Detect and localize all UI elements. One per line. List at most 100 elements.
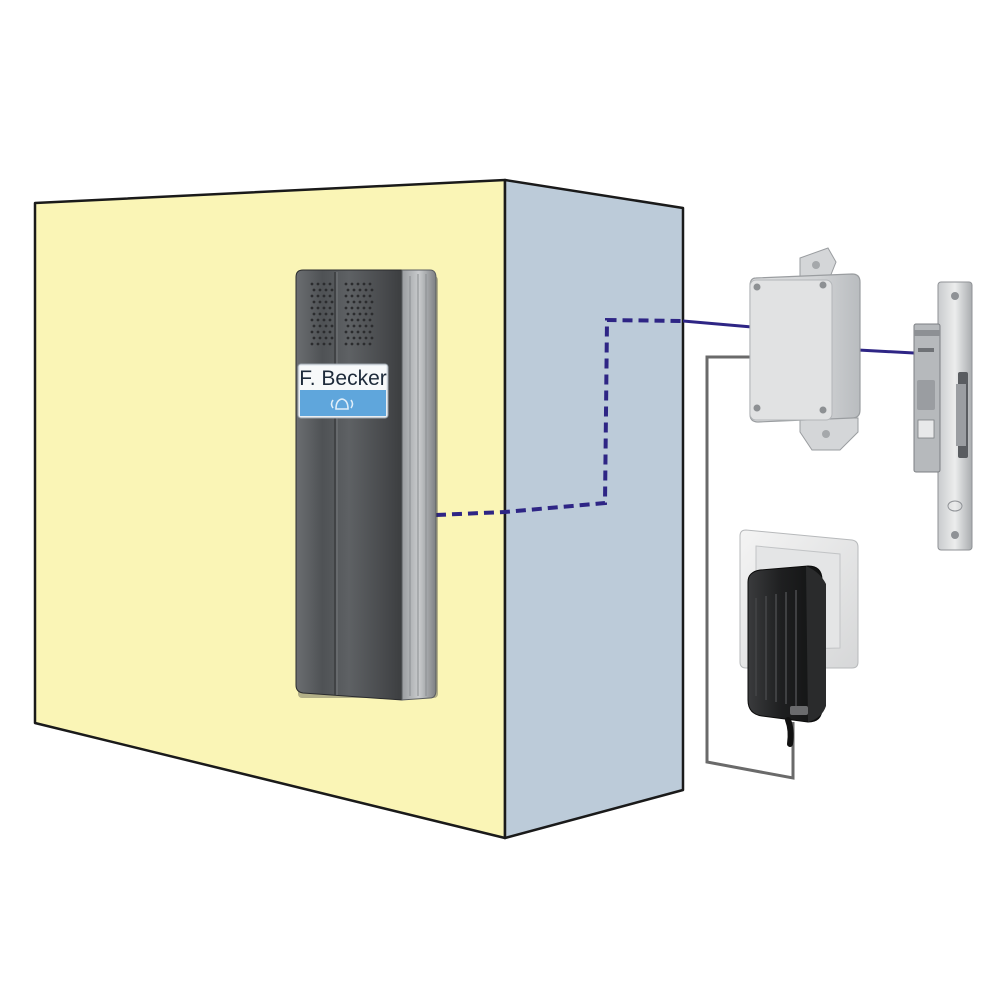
- grille-hole: [344, 330, 348, 334]
- grille-hole: [310, 342, 314, 346]
- grille-hole: [368, 318, 372, 322]
- wire-controller-to-strike: [857, 348, 915, 355]
- grille-hole: [344, 294, 348, 298]
- grille-hole: [356, 282, 360, 286]
- grille-hole: [364, 300, 368, 304]
- grille-hole: [352, 324, 356, 328]
- grille-hole: [322, 294, 326, 298]
- grille-hole: [328, 306, 332, 310]
- grille-hole: [368, 342, 372, 346]
- grille-hole: [344, 282, 348, 286]
- grille-hole: [322, 282, 326, 286]
- grille-hole: [358, 288, 362, 292]
- grille-hole: [318, 312, 322, 316]
- grille-hole: [364, 336, 368, 340]
- bell-button[interactable]: [300, 390, 386, 416]
- grille-hole: [330, 324, 334, 328]
- grille-hole: [324, 300, 328, 304]
- grille-hole: [310, 318, 314, 322]
- power-supply: [739, 529, 859, 747]
- grille-hole: [358, 336, 362, 340]
- grille-hole: [312, 288, 316, 292]
- grille-hole: [330, 288, 334, 292]
- grille-hole: [350, 330, 354, 334]
- bell-icon: [330, 398, 354, 410]
- grille-hole: [318, 336, 322, 340]
- grille-hole: [362, 342, 366, 346]
- adapter-cable-strain-relief: [785, 717, 794, 747]
- grille-hole: [328, 318, 332, 322]
- grille-hole: [328, 294, 332, 298]
- grille-hole: [350, 282, 354, 286]
- grille-hole: [328, 282, 332, 286]
- nameplate-label: [300, 366, 386, 390]
- grille-hole: [362, 294, 366, 298]
- screw-icon: [753, 404, 761, 412]
- grille-hole: [350, 342, 354, 346]
- grille-hole: [316, 342, 320, 346]
- grille-hole: [322, 318, 326, 322]
- grille-hole: [316, 306, 320, 310]
- grille-hole: [322, 342, 326, 346]
- grille-hole: [312, 336, 316, 340]
- grille-hole: [370, 288, 374, 292]
- grille-hole: [362, 318, 366, 322]
- grille-hole: [356, 342, 360, 346]
- grille-hole: [356, 330, 360, 334]
- screw-icon: [819, 406, 827, 414]
- grille-hole: [316, 318, 320, 322]
- grille-hole: [322, 306, 326, 310]
- grille-hole: [364, 312, 368, 316]
- grille-hole: [356, 318, 360, 322]
- grille-hole: [324, 312, 328, 316]
- grille-hole: [346, 300, 350, 304]
- grille-hole: [316, 282, 320, 286]
- grille-hole: [368, 282, 372, 286]
- control-unit: [749, 247, 861, 451]
- grille-hole: [370, 324, 374, 328]
- grille-hole: [358, 300, 362, 304]
- grille-hole: [310, 330, 314, 334]
- screw-icon: [812, 261, 820, 269]
- speaker-grille: [310, 282, 374, 346]
- grille-hole: [358, 312, 362, 316]
- grille-hole: [350, 306, 354, 310]
- grille-hole: [310, 282, 314, 286]
- grille-hole: [370, 312, 374, 316]
- doorbell-body: [295, 269, 403, 701]
- grille-hole: [312, 312, 316, 316]
- grille-hole: [312, 300, 316, 304]
- grille-hole: [312, 324, 316, 328]
- grille-hole: [346, 312, 350, 316]
- grille-hole: [318, 300, 322, 304]
- grille-hole: [356, 306, 360, 310]
- grille-hole: [324, 288, 328, 292]
- grille-hole: [352, 336, 356, 340]
- grille-hole: [368, 294, 372, 298]
- grille-hole: [364, 288, 368, 292]
- concealed-bell-wire: [435, 317, 684, 517]
- control-unit-lid: [749, 279, 833, 421]
- grille-hole: [344, 306, 348, 310]
- grille-hole: [316, 330, 320, 334]
- nameplate-name: F. Becker: [299, 367, 387, 390]
- grille-hole: [352, 288, 356, 292]
- grille-hole: [330, 336, 334, 340]
- grille-hole: [328, 330, 332, 334]
- grille-hole: [344, 318, 348, 322]
- adapter-vent-ribs: [755, 590, 797, 706]
- grille-hole: [350, 318, 354, 322]
- grille-hole: [328, 342, 332, 346]
- grille-hole: [362, 306, 366, 310]
- grille-hole: [364, 324, 368, 328]
- doorbell-station: F. Becker: [295, 269, 438, 701]
- power-cable: [705, 355, 795, 780]
- grille-hole: [330, 312, 334, 316]
- grille-hole: [324, 324, 328, 328]
- grille-hole: [346, 288, 350, 292]
- grille-hole: [346, 336, 350, 340]
- screw-icon: [753, 283, 761, 291]
- grille-hole: [352, 312, 356, 316]
- grille-hole: [318, 324, 322, 328]
